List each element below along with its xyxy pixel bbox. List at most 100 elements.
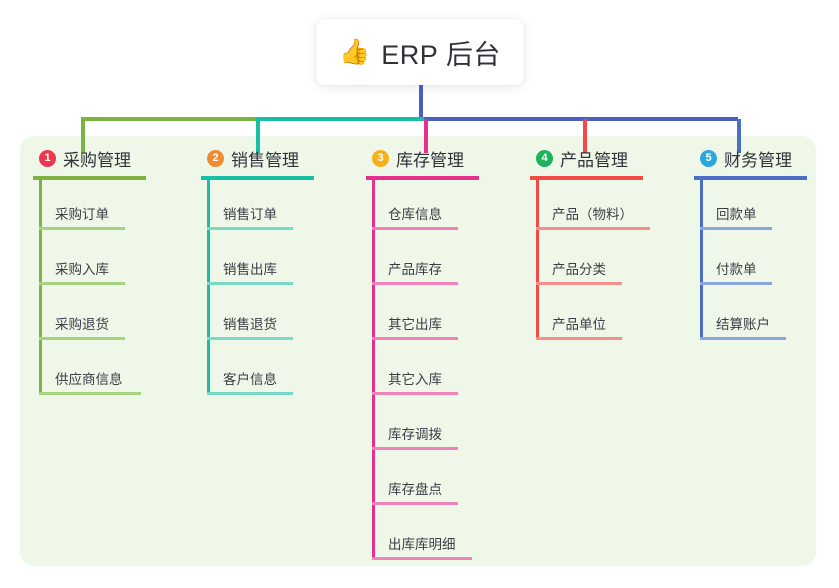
child-item-label: 客户信息 [223,372,277,387]
branch-number-badge: 4 [536,149,553,167]
child-item-underline [700,337,786,340]
branch-title: 财务管理 [724,150,792,170]
child-item-label: 付款单 [716,262,757,277]
child-item-label: 其它入库 [388,372,442,387]
child-item-label: 出库库明细 [388,537,456,552]
child-item-underline [372,227,458,230]
branch-child-item[interactable]: 回款单 [694,180,807,235]
branch-number-badge: 5 [700,149,717,167]
branch-child-item[interactable]: 采购入库 [33,235,146,290]
branch-children: 销售订单销售出库销售退货客户信息 [201,180,314,400]
branch-5[interactable]: 5 财务管理回款单付款单结算账户 [694,145,807,345]
child-item-label: 采购退货 [55,317,109,332]
branch-child-item[interactable]: 其它出库 [366,290,479,345]
thumbs-up-icon: 👍 [339,37,371,66]
branch-child-item[interactable]: 采购退货 [33,290,146,345]
child-item-underline [39,282,125,285]
branch-child-item[interactable]: 采购订单 [33,180,146,235]
branch-child-item[interactable]: 销售退货 [201,290,314,345]
branch-title: 库存管理 [396,150,464,170]
branch-child-item[interactable]: 其它入库 [366,345,479,400]
branch-child-item[interactable]: 付款单 [694,235,807,290]
child-item-underline [372,557,472,560]
branch-title: 采购管理 [63,150,131,170]
branch-child-item[interactable]: 仓库信息 [366,180,479,235]
branch-number-badge: 1 [39,149,56,167]
child-item-underline [372,282,458,285]
child-item-label: 仓库信息 [388,207,442,222]
branches-panel [20,136,816,566]
child-item-label: 库存调拨 [388,427,442,442]
branch-children: 采购订单采购入库采购退货供应商信息 [33,180,146,400]
child-item-underline [372,447,458,450]
child-item-underline [207,392,293,395]
branch-number-badge: 3 [372,149,389,167]
branch-child-item[interactable]: 出库库明细 [366,510,479,565]
branch-child-item[interactable]: 结算账户 [694,290,807,345]
child-item-label: 销售退货 [223,317,277,332]
branch-underline [201,176,314,180]
child-item-underline [700,282,772,285]
child-item-underline [372,337,458,340]
branch-child-item[interactable]: 销售出库 [201,235,314,290]
child-item-label: 回款单 [716,207,757,222]
child-item-label: 销售订单 [223,207,277,222]
bus-segment-1 [81,117,256,121]
child-item-underline [536,282,622,285]
root-node[interactable]: 👍 ERP 后台 [316,19,524,85]
branch-underline [366,176,479,180]
branch-underline [530,176,643,180]
child-item-underline [39,392,141,395]
child-item-underline [207,337,293,340]
child-item-label: 产品（物料） [552,207,633,222]
child-item-label: 销售出库 [223,262,277,277]
branch-child-item[interactable]: 产品分类 [530,235,643,290]
child-item-underline [700,227,772,230]
branch-underline [33,176,146,180]
branch-child-item[interactable]: 库存调拨 [366,400,479,455]
branch-child-item[interactable]: 库存盘点 [366,455,479,510]
branch-3[interactable]: 3 库存管理仓库信息产品库存其它出库其它入库库存调拨库存盘点出库库明细 [366,145,479,565]
branch-drop-connector-4 [583,119,587,153]
branch-drop-connector-2 [256,119,260,153]
branch-children: 产品（物料） 产品分类产品单位 [530,180,650,345]
branch-underline [694,176,807,180]
branch-title: 销售管理 [231,150,299,170]
bus-segment-2 [256,117,424,121]
branch-child-item[interactable]: 供应商信息 [33,345,146,400]
child-item-label: 库存盘点 [388,482,442,497]
child-item-underline [536,337,622,340]
branch-child-item[interactable]: 产品单位 [530,290,643,345]
branch-spine-connector [207,180,210,395]
branch-header-1[interactable]: 1 采购管理 [33,145,146,171]
root-stem-connector [419,85,423,119]
child-item-underline [39,337,125,340]
branch-child-item[interactable]: 产品库存 [366,235,479,290]
branch-spine-connector [536,180,539,340]
branch-header-3[interactable]: 3 库存管理 [366,145,479,171]
child-item-label: 采购入库 [55,262,109,277]
child-item-label: 供应商信息 [55,372,123,387]
child-item-label: 产品单位 [552,317,606,332]
branch-spine-connector [372,180,375,560]
child-item-label: 产品分类 [552,262,606,277]
child-item-underline [372,502,458,505]
child-item-underline [536,227,650,230]
branch-drop-connector-1 [81,119,85,153]
branch-drop-connector-5 [737,119,741,153]
child-item-underline [39,227,125,230]
branch-child-item[interactable]: 产品（物料） [530,180,650,235]
branch-child-item[interactable]: 客户信息 [201,345,314,400]
branch-children: 仓库信息产品库存其它出库其它入库库存调拨库存盘点出库库明细 [366,180,479,565]
child-item-underline [372,392,458,395]
branch-header-5[interactable]: 5 财务管理 [694,145,807,171]
branch-child-item[interactable]: 销售订单 [201,180,314,235]
child-item-underline [207,282,293,285]
branch-spine-connector [39,180,42,395]
branch-1[interactable]: 1 采购管理采购订单采购入库采购退货供应商信息 [33,145,146,400]
